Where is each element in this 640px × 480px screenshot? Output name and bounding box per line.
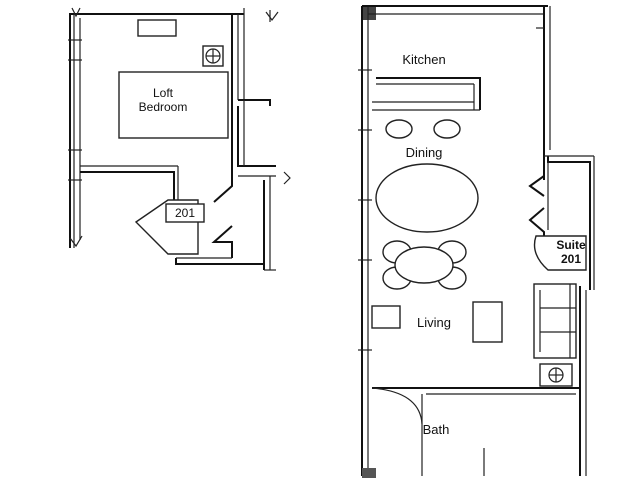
loft-step-wall <box>238 99 271 106</box>
kitchen-label: Kitchen <box>402 52 445 67</box>
bath-door-swing <box>371 387 423 425</box>
loft-outer-wall-left-top <box>69 13 244 248</box>
living-coffee-table-set <box>382 240 467 290</box>
loft-right-mark <box>283 171 291 185</box>
loft-step-wall-2 <box>237 106 276 167</box>
living-side-table <box>371 305 401 329</box>
loft-bedroom-label-line1: Loft <box>153 86 174 100</box>
main-closet-wall <box>547 156 591 290</box>
loft-inner-wall <box>80 171 175 200</box>
unit-number-label: 201 <box>175 206 195 220</box>
living-media-stand <box>472 301 503 343</box>
loft-bed <box>118 71 229 139</box>
suite-tag <box>533 235 587 271</box>
main-bottom-post <box>362 468 376 478</box>
main-door-swing-top <box>528 175 545 197</box>
bath-label: Bath <box>423 422 450 437</box>
main-window-left <box>358 69 372 351</box>
loft-bottom-corner-mark <box>69 235 83 248</box>
sofa-frame <box>533 283 577 359</box>
loft-bottom-wall <box>175 258 264 265</box>
bar-stool-1 <box>385 119 413 139</box>
coffee-table <box>394 246 454 284</box>
dining-table <box>375 163 479 233</box>
loft-dresser <box>137 19 177 37</box>
main-corner-post <box>362 6 376 20</box>
upper-floor-plan <box>68 7 291 271</box>
loft-corner-mark <box>71 7 81 18</box>
loft-bedroom-label-line2: Bedroom <box>139 100 188 114</box>
suite-label-line1: Suite <box>556 238 586 252</box>
kitchen-counter <box>376 77 481 110</box>
suite-label-line2: 201 <box>561 252 581 266</box>
dining-label: Dining <box>406 145 443 160</box>
unit-number-plate <box>165 203 205 223</box>
loft-door-swing-top <box>213 166 233 203</box>
main-floor-plan <box>358 5 595 478</box>
loft-door-swing-bottom <box>211 225 233 258</box>
sofa <box>533 283 577 359</box>
loft-tick-mark <box>265 11 279 21</box>
loft-window-left <box>68 39 82 181</box>
bar-stool-2 <box>433 119 461 139</box>
living-label: Living <box>417 315 451 330</box>
